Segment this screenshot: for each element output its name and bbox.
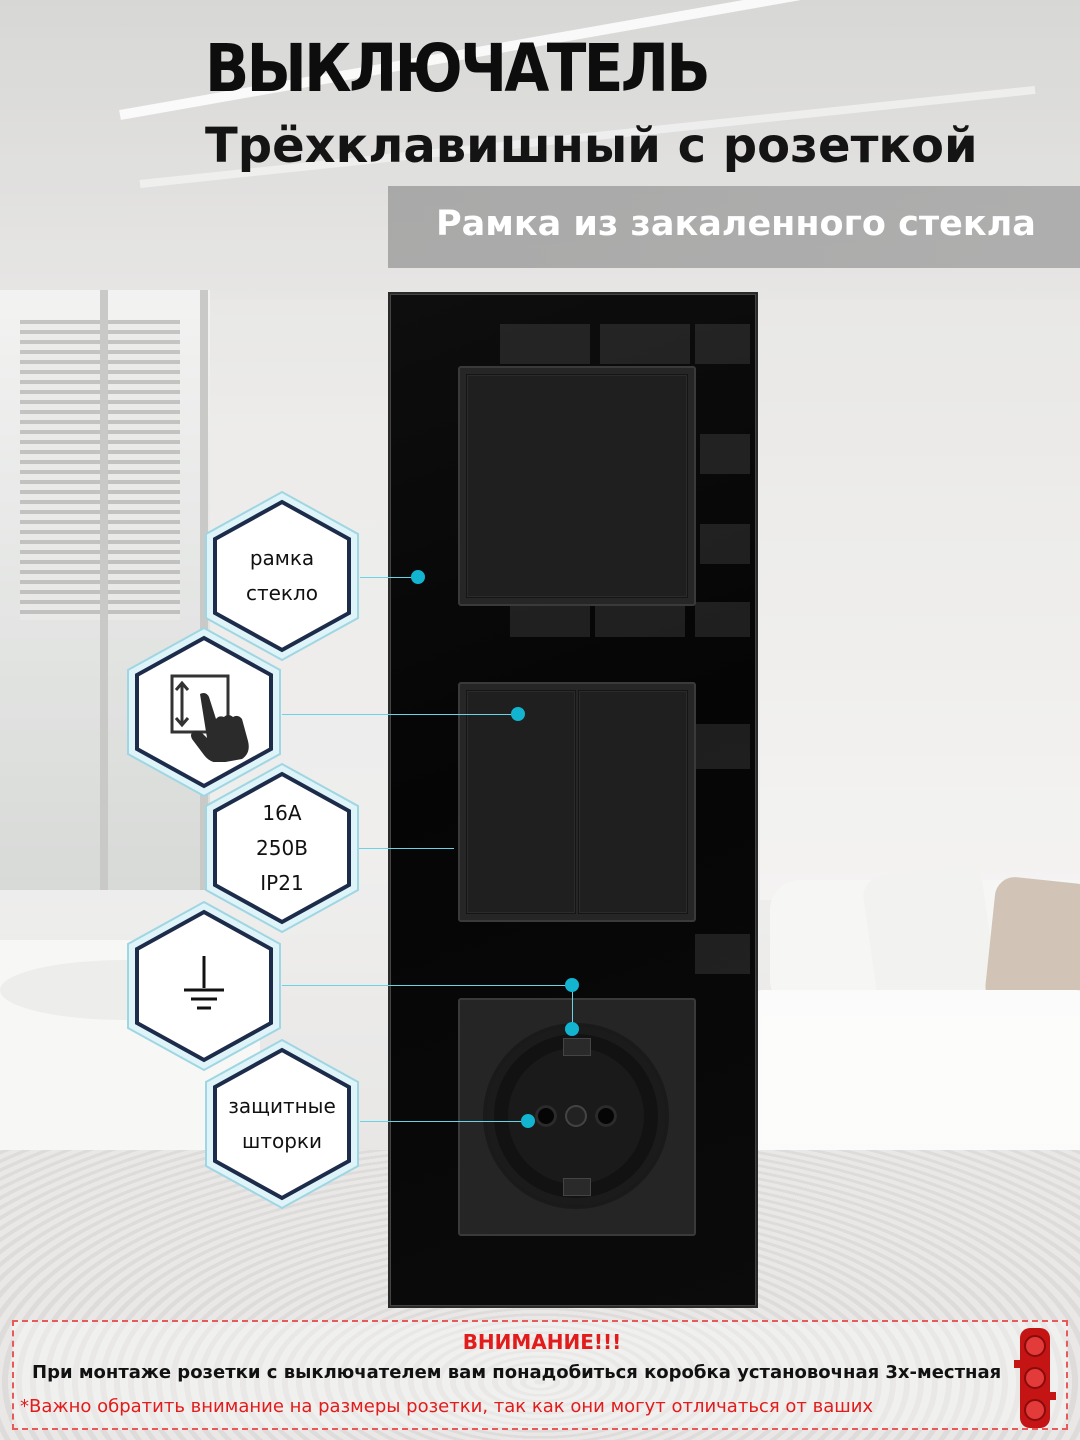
power-socket[interactable] xyxy=(458,998,696,1236)
feature-hex-ground xyxy=(126,900,282,1072)
socket-pin-right xyxy=(595,1105,617,1127)
callout-dot-frame xyxy=(411,570,425,584)
feature-hex-rating: 16А 250В IP21 xyxy=(204,762,360,934)
page-subtitle: Трёхклавишный с розеткой xyxy=(205,118,978,174)
hexagon-badge-shape xyxy=(205,762,359,934)
warning-box: ВНИМАНИЕ!!! При монтаже розетки с выключ… xyxy=(12,1320,1068,1430)
mounting-box-icon xyxy=(1014,1328,1056,1428)
hexagon-badge-shape xyxy=(205,490,359,662)
warning-title: ВНИМАНИЕ!!! xyxy=(462,1330,622,1354)
glass-frame xyxy=(388,292,758,1308)
page-title: ВЫКЛЮЧАТЕЛЬ xyxy=(205,30,711,107)
socket-pin-left xyxy=(535,1105,557,1127)
feature-label: рамка стекло xyxy=(245,546,319,605)
ground-clip-top xyxy=(563,1038,591,1056)
warning-text: При монтаже розетки с выключателем вам п… xyxy=(32,1362,1002,1383)
callout-line-rating xyxy=(354,848,454,849)
feature-label: защитные шторки xyxy=(228,1094,336,1153)
feature-hex-glass-frame: рамка стекло xyxy=(204,490,360,662)
switch-key-right[interactable] xyxy=(578,690,688,914)
switch-key-left[interactable] xyxy=(466,690,576,914)
callout-line-ground xyxy=(282,985,572,986)
ground-clip-bottom xyxy=(563,1178,591,1196)
ground-icon xyxy=(184,956,224,1010)
feature-banner-text: Рамка из закаленного стекла xyxy=(436,204,1036,244)
socket-screw xyxy=(567,1107,585,1125)
callout-dot-keys xyxy=(511,707,525,721)
feature-hex-touch xyxy=(126,626,282,798)
feature-label: 16А 250В IP21 xyxy=(256,800,308,895)
feature-hex-shutters: защитные шторки xyxy=(204,1038,360,1210)
callout-dot-ground-1 xyxy=(565,978,579,992)
callout-line-frame xyxy=(360,577,418,578)
callout-dot-shutters xyxy=(521,1114,535,1128)
double-switch-module xyxy=(458,682,696,922)
callout-line-shutters xyxy=(360,1121,528,1122)
warning-note: *Важно обратить внимание на размеры розе… xyxy=(20,1396,874,1417)
callout-line-keys xyxy=(282,714,518,715)
hexagon-badge-shape xyxy=(205,1038,359,1210)
single-switch-module xyxy=(458,366,696,606)
switch-key-top[interactable] xyxy=(466,374,688,598)
feature-banner: Рамка из закаленного стекла xyxy=(388,186,1080,268)
callout-dot-ground-2 xyxy=(565,1022,579,1036)
hand-touch-icon xyxy=(170,674,249,762)
